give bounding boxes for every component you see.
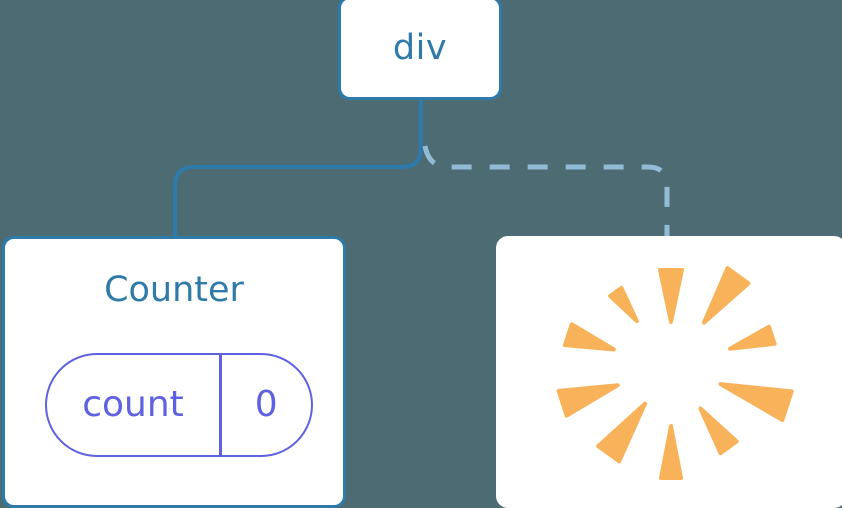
spinner-ray bbox=[608, 285, 639, 324]
connector-div-to-loading bbox=[422, 145, 670, 236]
node-counter[interactable]: Counter count 0 bbox=[2, 236, 346, 508]
spinner-ray bbox=[701, 266, 751, 325]
spinner-ray bbox=[556, 383, 620, 418]
node-counter-title: Counter bbox=[104, 270, 244, 310]
spinner-ray bbox=[728, 324, 777, 351]
connector-div-to-counter bbox=[173, 100, 423, 236]
state-pill-divider bbox=[219, 355, 222, 455]
spinner-ray bbox=[658, 268, 684, 324]
state-pill[interactable]: count 0 bbox=[45, 353, 313, 457]
state-pill-value: 0 bbox=[254, 384, 278, 425]
spinner-burst-icon bbox=[556, 266, 794, 480]
node-loading[interactable] bbox=[496, 236, 842, 508]
node-div[interactable]: div bbox=[338, 0, 502, 100]
spinner-ray bbox=[698, 406, 739, 456]
node-div-label: div bbox=[392, 27, 448, 68]
state-pill-key: count bbox=[82, 384, 184, 425]
spinner-ray bbox=[562, 322, 616, 352]
spinner-ray bbox=[718, 382, 794, 422]
spinner-ray bbox=[659, 424, 683, 480]
spinner-ray bbox=[596, 401, 648, 464]
